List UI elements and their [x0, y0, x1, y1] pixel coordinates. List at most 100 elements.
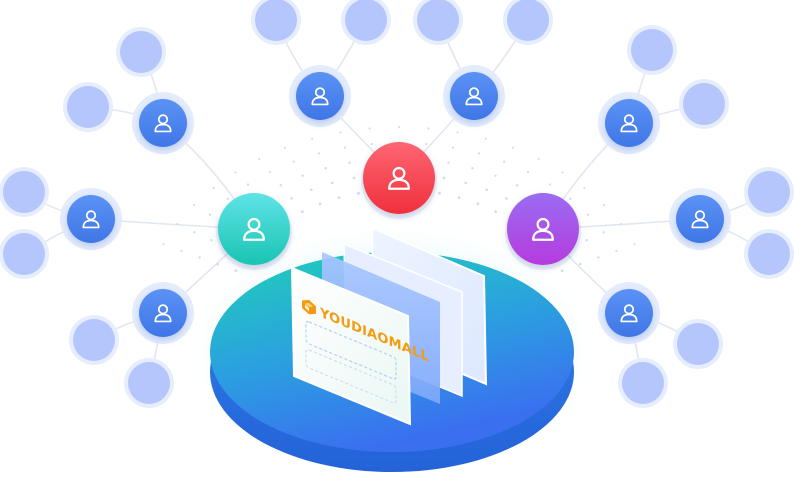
pattern-dot	[485, 188, 489, 192]
pattern-dot	[494, 174, 497, 178]
pattern-dot	[339, 131, 342, 134]
pattern-dot	[357, 191, 360, 195]
pattern-dot	[397, 126, 401, 129]
user-hub	[132, 92, 194, 154]
leaf-node	[748, 171, 790, 213]
pattern-dot	[300, 210, 304, 214]
pattern-dot	[309, 188, 313, 192]
pattern-dot	[633, 243, 636, 246]
leaf-node	[345, 0, 387, 41]
pattern-dot	[494, 210, 498, 214]
pattern-dot	[457, 196, 461, 200]
pattern-dot	[301, 174, 304, 178]
pattern-dot	[515, 184, 519, 187]
pattern-dot	[526, 170, 530, 174]
pattern-dot	[456, 131, 459, 134]
leaf-node	[507, 0, 549, 41]
hub-nodes	[60, 65, 731, 344]
leaf-node	[3, 171, 45, 213]
leaf-nodes	[0, 0, 794, 408]
pattern-dot	[290, 197, 293, 200]
pattern-dot	[198, 256, 201, 259]
leaf-node	[677, 323, 719, 365]
pattern-dot	[348, 161, 351, 165]
pattern-dot	[279, 184, 283, 187]
pattern-dot	[292, 160, 295, 163]
leaf-node	[120, 31, 162, 73]
leaf-node	[622, 362, 664, 404]
pattern-dot	[317, 152, 321, 155]
pattern-dot	[585, 239, 588, 242]
pattern-dot	[578, 262, 582, 266]
leaf-node	[631, 29, 673, 71]
pattern-dot	[447, 161, 450, 165]
pattern-dot	[343, 146, 347, 149]
pattern-dot	[212, 186, 215, 189]
pattern-dot	[619, 222, 622, 226]
pattern-dot	[583, 186, 586, 189]
pattern-dot	[210, 239, 213, 242]
box-logo-icon	[302, 299, 316, 315]
pattern-dot	[484, 137, 487, 140]
leaf-node	[683, 83, 725, 125]
leaf-node	[3, 233, 45, 275]
pattern-dot	[602, 204, 605, 207]
pattern-dot	[561, 171, 564, 174]
leaf-node	[255, 0, 297, 41]
pattern-dot	[216, 262, 220, 266]
pattern-dot	[226, 197, 229, 200]
pattern-dot	[368, 127, 371, 130]
pattern-dot	[425, 142, 428, 146]
pattern-dot	[548, 183, 552, 186]
input-placeholder-box	[305, 320, 397, 380]
pattern-dot	[537, 157, 540, 161]
pattern-dot	[176, 222, 179, 226]
pattern-dot	[311, 137, 314, 140]
user-hub	[132, 282, 194, 344]
leaf-node	[748, 233, 790, 275]
leaf-node	[67, 86, 109, 128]
pattern-dot	[471, 166, 474, 170]
pattern-dot	[193, 204, 196, 207]
pattern-dot	[330, 181, 334, 185]
pattern-dot	[234, 171, 237, 174]
pattern-dot	[283, 146, 287, 149]
pattern-dot	[438, 191, 441, 195]
user-hub	[289, 65, 351, 127]
pattern-dot	[258, 157, 261, 161]
pattern-dot	[615, 249, 618, 253]
user-hub	[598, 282, 660, 344]
pattern-dot	[180, 249, 183, 253]
leaf-node	[417, 0, 459, 41]
pattern-dot	[505, 197, 508, 200]
pattern-dot	[503, 160, 506, 163]
pattern-dot	[602, 231, 605, 234]
pattern-dot	[337, 196, 341, 200]
pattern-dot	[208, 213, 212, 216]
input-placeholder-box-2	[305, 349, 397, 404]
pattern-dot	[586, 213, 590, 216]
user-hub	[669, 188, 731, 250]
pattern-dot	[511, 146, 515, 149]
center-hub	[361, 142, 437, 219]
pattern-dot	[162, 243, 165, 246]
pattern-dot	[318, 202, 322, 206]
user-hub	[443, 65, 505, 127]
user-hub	[60, 188, 122, 250]
card-stack: YOUDIAOMALL	[290, 226, 488, 426]
pattern-dot	[569, 197, 572, 200]
pattern-dot	[597, 256, 600, 259]
pattern-dot	[193, 231, 196, 234]
user-hub	[598, 92, 660, 154]
pattern-dot	[560, 269, 564, 273]
pattern-dot	[477, 152, 481, 155]
pattern-dot	[427, 127, 430, 130]
pattern-dot	[464, 181, 468, 185]
leaf-node	[128, 362, 170, 404]
pattern-dot	[451, 146, 455, 149]
pattern-dot	[324, 166, 327, 170]
leaf-node	[73, 319, 115, 361]
pattern-dot	[268, 170, 272, 174]
